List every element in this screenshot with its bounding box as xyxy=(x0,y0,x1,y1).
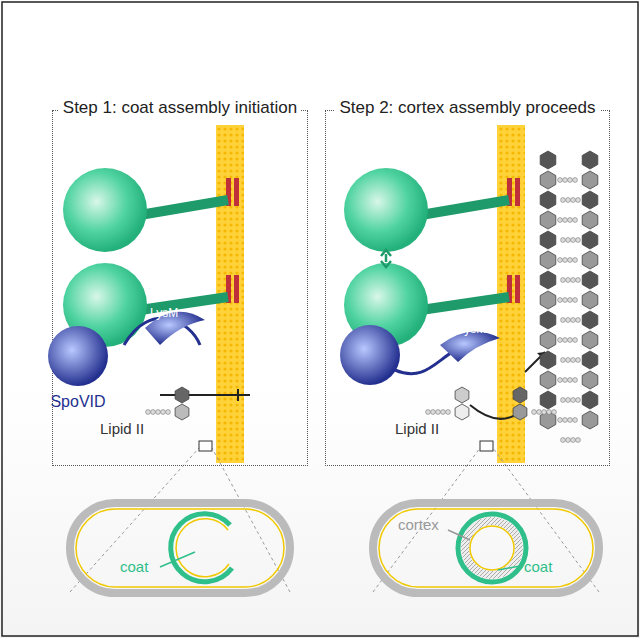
lipid-label: Lipid II xyxy=(395,420,439,437)
step-panel: Step 1: coat assembly initiationSpoVID xyxy=(52,110,308,466)
panel-heading: Step 1: coat assembly initiation xyxy=(59,98,301,117)
domain-label: LysM xyxy=(150,306,178,320)
panel-heading: Step 2: cortex assembly proceeds xyxy=(335,98,599,117)
step-panel: Step 2: cortex assembly proceeds xyxy=(325,110,610,466)
protein-name: SpoVID xyxy=(33,393,123,411)
coat-label: coat xyxy=(524,558,552,575)
lipid-label: Lipid II xyxy=(100,420,144,437)
protein-shape xyxy=(33,323,123,389)
cortex-label: cortex xyxy=(398,516,439,533)
coat-label: coat xyxy=(120,558,148,575)
domain-label: LysM xyxy=(458,322,486,336)
protein-circle: SpoVID xyxy=(33,323,123,419)
